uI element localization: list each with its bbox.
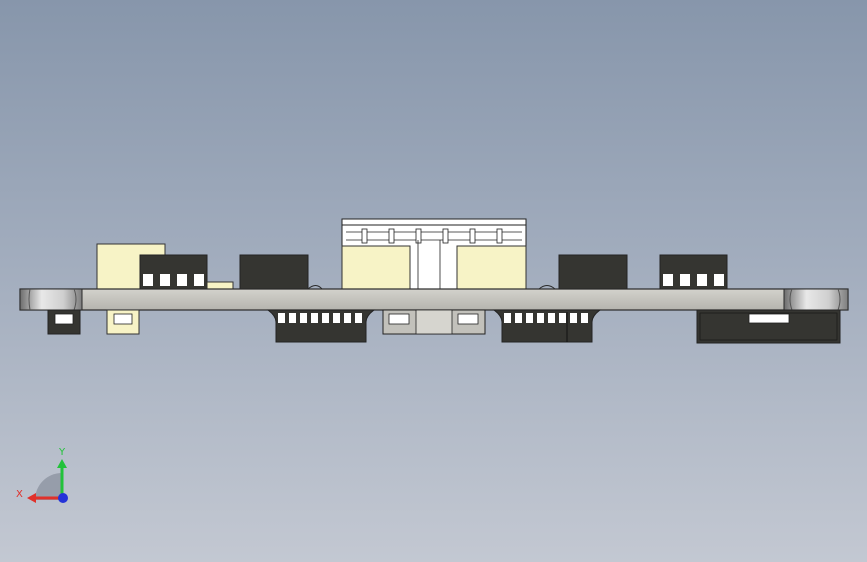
dark-component-2 [239,254,309,290]
header-connector-4 [659,254,728,290]
center-connector-housing [341,218,527,290]
header-connector-1 [139,254,208,290]
triad-z-origin [58,493,68,503]
triad-x-arrowhead [27,493,36,503]
triad-y-arrowhead [57,459,67,468]
bottom-dark-left [47,309,81,335]
mount-hole-right [783,288,849,311]
coordinate-triad: Y X [16,447,68,503]
dark-component-3 [558,254,628,290]
pcb-board [19,285,849,311]
cream-spacer [206,281,234,290]
bottom-dark-right [696,309,841,344]
triad-x-label: X [16,489,23,500]
bottom-center-connector [382,309,486,335]
triad-y-label: Y [58,447,66,458]
bottom-header-1 [266,309,376,343]
mount-hole-left [19,288,83,311]
bottom-cream-left [106,309,140,335]
bottom-header-2 [492,309,602,343]
